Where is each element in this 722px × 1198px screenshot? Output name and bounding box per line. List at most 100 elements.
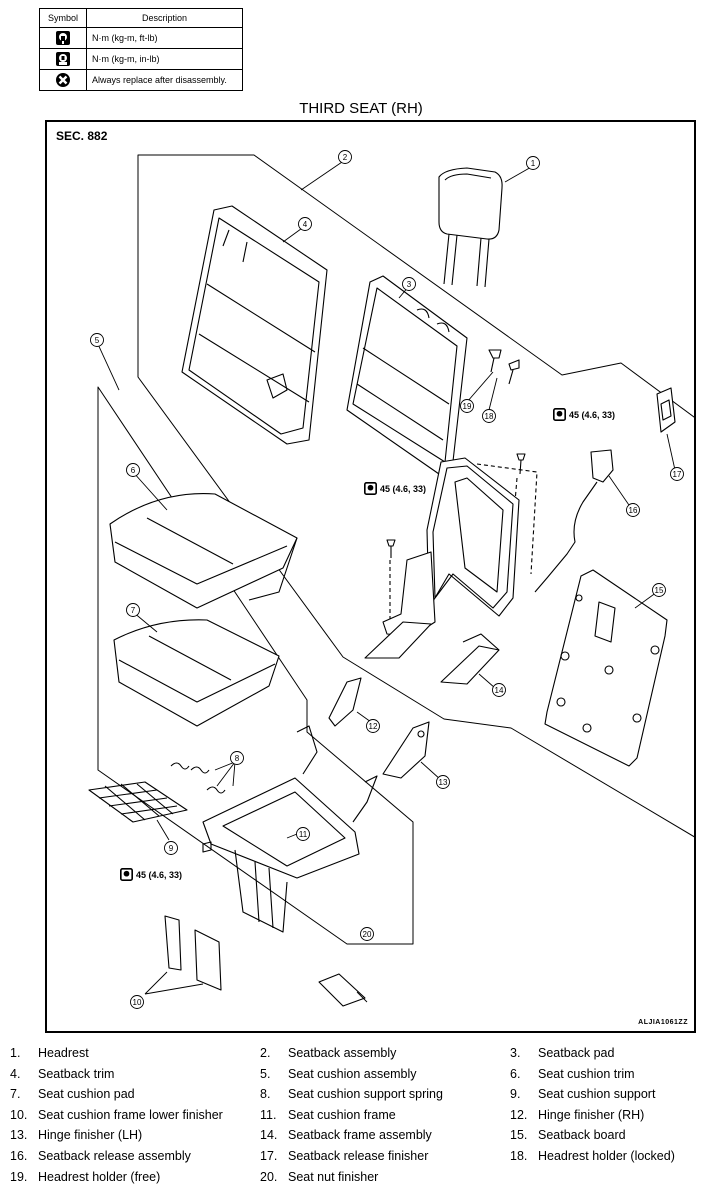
parts-item: 15. Seatback board: [510, 1128, 626, 1142]
torque-wrench-icon: [120, 868, 133, 881]
parts-item-number: 18.: [510, 1148, 528, 1163]
callout-circle: [626, 503, 640, 517]
seat-cushion-frame-lower-finisher-drawing: [164, 915, 222, 991]
seatback-pad-drawing: [346, 275, 468, 475]
parts-item: 3. Seatback pad: [510, 1046, 614, 1060]
callout-number: 6: [131, 466, 136, 475]
diagram-title: THIRD SEAT (RH): [299, 100, 423, 117]
torque-value: 45 (4.6, 33): [569, 409, 616, 420]
callout-number: 16: [629, 506, 638, 515]
legend-header-description: Description: [86, 8, 243, 28]
seat-cushion-frame-drawing: [202, 725, 378, 933]
callout-number: 20: [363, 930, 372, 939]
parts-item-name: Headrest holder (locked): [538, 1148, 675, 1163]
parts-item-name: Seatback frame assembly: [288, 1128, 432, 1143]
parts-item: 5. Seat cushion assembly: [260, 1067, 417, 1081]
parts-item-name: Seatback assembly: [288, 1046, 397, 1060]
callout-number: 14: [495, 686, 504, 695]
torque-wrench-icon: [56, 31, 70, 45]
seatback-trim-drawing: [181, 205, 328, 445]
parts-item-number: 9.: [510, 1087, 521, 1102]
callout-circle: [164, 841, 178, 855]
callout-number: 18: [485, 412, 494, 421]
parts-item: 18. Headrest holder (locked): [510, 1149, 675, 1163]
legend-description: N·m (kg-m, ft-lb): [86, 27, 243, 49]
callout-circle: [338, 150, 352, 164]
parts-item: 11. Seat cushion frame: [260, 1108, 396, 1122]
callout-circle: [460, 399, 474, 413]
callout-number: 5: [95, 336, 100, 345]
parts-item-name: Seat cushion frame: [288, 1107, 396, 1122]
headrest-holder-drawing: [488, 349, 520, 385]
legend-header-symbol: Symbol: [39, 8, 87, 28]
parts-item-name: Seat cushion frame lower finisher: [38, 1107, 223, 1122]
parts-item: 17.Seatback release finisher: [260, 1149, 428, 1163]
parts-item: 1.Headrest: [10, 1046, 89, 1060]
callout-number: 4: [303, 220, 308, 229]
parts-item-name: Seatback release assembly: [38, 1148, 191, 1163]
parts-item-number: 5.: [260, 1066, 271, 1081]
parts-item-name: Hinge finisher (RH): [538, 1107, 645, 1122]
parts-item-number: 8.: [260, 1087, 271, 1102]
seat-nut-finisher-drawing: [318, 973, 366, 1007]
parts-item: 13.Hinge finisher (LH): [10, 1128, 142, 1142]
parts-item-number: 14.: [260, 1128, 278, 1143]
parts-item-number: 4.: [10, 1066, 21, 1081]
parts-item-number: 13.: [10, 1128, 28, 1143]
parts-row: 19.Headrest holder (free)20.Seat nut fin…: [10, 1170, 715, 1191]
torque-value: 45 (4.6, 33): [380, 483, 427, 494]
seat-nut: [202, 841, 212, 853]
callout-number: 9: [169, 844, 174, 853]
parts-item: 10.Seat cushion frame lower finisher: [10, 1108, 223, 1122]
parts-item: 2.Seatback assembly: [260, 1046, 396, 1060]
parts-item-name: Headrest: [38, 1046, 89, 1060]
parts-item-name: Seatback pad: [538, 1046, 615, 1060]
callout-number: 13: [439, 778, 448, 787]
parts-item-number: 6.: [510, 1066, 521, 1081]
parts-row: 1.Headrest 2.Seatback assembly 3. Seatback …: [10, 1046, 715, 1067]
parts-item-number: 3.: [510, 1046, 521, 1060]
parts-item: 16.Seatback release assembly: [10, 1149, 191, 1163]
parts-item-name: Seat cushion support: [538, 1087, 656, 1102]
parts-item: 8.Seat cushion support spring: [260, 1087, 443, 1101]
leader-lines: [96, 159, 676, 1003]
parts-item-number: 7.: [10, 1087, 21, 1102]
parts-item-number: 15.: [510, 1128, 528, 1143]
callout-number: 15: [655, 586, 664, 595]
parts-row: 10.Seat cushion frame lower finisher 11. S…: [10, 1108, 715, 1129]
callout-number: 1: [531, 159, 536, 168]
parts-item: 14. Seatback frame assembly: [260, 1128, 432, 1142]
headrest-drawing: [438, 167, 503, 288]
callout-circle: [298, 217, 312, 231]
parts-item-number: 17.: [260, 1148, 278, 1163]
seat-cushion-support-drawing: [88, 781, 188, 823]
hinge-finisher-drawing: [328, 677, 430, 779]
parts-item: 7.Seat cushion pad: [10, 1087, 135, 1101]
parts-item-number: 11.: [260, 1107, 277, 1122]
seat-cushion-spring-drawing: [170, 762, 226, 794]
callout-circle: [360, 927, 374, 941]
parts-item: 9. Seat cushion support: [510, 1087, 655, 1101]
callout-circle: [230, 751, 244, 765]
callout-number: 2: [343, 153, 348, 162]
callout-circle: [126, 463, 140, 477]
callout-number: 3: [407, 280, 412, 289]
callout-circle: [296, 827, 310, 841]
callout-number: 10: [133, 998, 142, 1007]
parts-item-name: Seat nut finisher: [288, 1169, 379, 1184]
callout-circle: [670, 467, 684, 481]
callout-number: 11: [299, 830, 308, 839]
parts-item-name: Seatback board: [538, 1128, 626, 1143]
callout-circle: [126, 603, 140, 617]
callout-circle: [526, 156, 540, 170]
parts-item-name: Headrest holder (free): [38, 1169, 161, 1184]
callout-number: 12: [369, 722, 378, 731]
parts-item-name: Seat cushion assembly: [288, 1066, 417, 1081]
parts-item: 19. Headrest holder (free): [10, 1170, 160, 1184]
callout-number: 7: [131, 606, 136, 615]
parts-item-number: 19.: [10, 1169, 28, 1184]
